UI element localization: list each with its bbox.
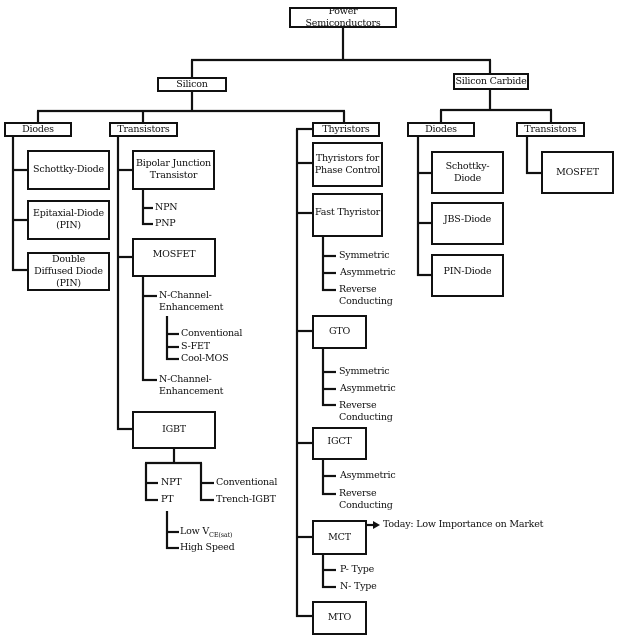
node-mto: MTO	[312, 601, 367, 635]
leaf-pt: PT	[161, 494, 174, 505]
node-mct: MCT	[312, 520, 367, 555]
node-igct: IGCT	[312, 427, 367, 460]
leaf-gto-reverse-conducting: Reverse Conducting	[339, 400, 393, 423]
node-schottky-diode: Schottky-Diode	[27, 150, 110, 190]
node-thyristors-phase-control: Thyristors for Phase Control	[312, 142, 383, 187]
leaf-gto-symmetric: Symmetric	[339, 366, 390, 377]
node-sic-transistors: Transistors	[516, 122, 585, 137]
leaf-pnp: PNP	[155, 218, 176, 229]
node-gto: GTO	[312, 315, 367, 349]
node-double-diffused-diode: Double Diffused Diode (PIN)	[27, 252, 110, 291]
node-sic-mosfet: MOSFET	[541, 151, 614, 194]
leaf-n-channel-enhancement-2: N-Channel- Enhancement	[159, 374, 224, 397]
leaf-ft-asymmetric: Asymmetric	[340, 267, 396, 278]
node-power-semiconductors: Power Semiconductors	[289, 6, 397, 29]
node-sic-jbs-diode: JBS-Diode	[431, 202, 504, 245]
leaf-gto-asymmetric: Asymmetric	[340, 383, 396, 394]
leaf-n-channel-enhancement: N-Channel- Enhancement	[159, 290, 224, 313]
leaf-p-type: P- Type	[340, 564, 375, 575]
node-si-transistors: Transistors	[109, 122, 178, 137]
node-fast-thyristor: Fast Thyristor	[312, 193, 383, 237]
leaf-s-fet: S-FET	[181, 341, 210, 352]
leaf-ft-symmetric: Symmetric	[339, 250, 390, 261]
node-sic-schottky-diode: Schottky-Diode	[431, 151, 504, 194]
node-silicon: Silicon	[157, 77, 227, 92]
leaf-n-type: N- Type	[340, 581, 377, 592]
node-epitaxial-diode: Epitaxial-Diode (PIN)	[27, 200, 110, 240]
mct-note: Today: Low Importance on Market	[383, 519, 544, 530]
leaf-ft-reverse-conducting: Reverse Conducting	[339, 284, 393, 307]
leaf-npt: NPT	[161, 477, 182, 488]
leaf-cool-mos: Cool-MOS	[181, 353, 229, 364]
node-igbt: IGBT	[132, 411, 216, 449]
leaf-low-vce-sat: Low VCE(sat)	[180, 526, 233, 539]
node-sic-diodes: Diodes	[407, 122, 475, 137]
node-si-diodes: Diodes	[4, 122, 72, 137]
node-bjt: Bipolar Junction Transistor	[132, 150, 215, 190]
leaf-igct-asymmetric: Asymmetric	[340, 470, 396, 481]
leaf-igct-reverse-conducting: Reverse Conducting	[339, 488, 393, 511]
node-thyristors: Thyristors	[312, 122, 380, 137]
leaf-conventional: Conventional	[181, 328, 243, 339]
node-sic-pin-diode: PIN-Diode	[431, 254, 504, 297]
arrow-icon	[373, 521, 380, 529]
node-mosfet: MOSFET	[132, 238, 216, 277]
leaf-trench-igbt: Trench-IGBT	[216, 494, 276, 505]
leaf-igbt-conventional: Conventional	[216, 477, 278, 488]
leaf-npn: NPN	[155, 202, 178, 213]
leaf-high-speed: High Speed	[180, 542, 235, 553]
node-silicon-carbide: Silicon Carbide	[453, 73, 529, 90]
